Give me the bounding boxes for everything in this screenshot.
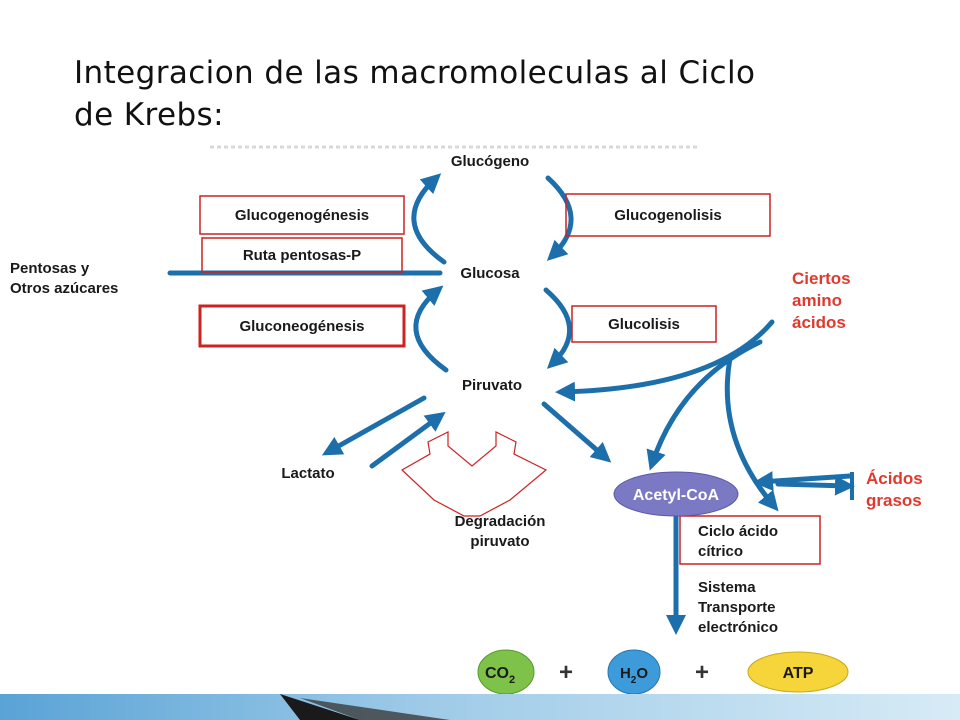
atp-text: ATP bbox=[783, 665, 814, 682]
node-degradacion-line1: Degradación bbox=[455, 513, 546, 530]
decorative-bottom-bar bbox=[0, 694, 960, 720]
label-acidos-line1: Ácidos bbox=[866, 469, 923, 488]
products-row: CO2 + H2O + ATP bbox=[477, 649, 849, 695]
atp-ellipse bbox=[747, 651, 849, 693]
co2-subscript: 2 bbox=[509, 674, 515, 686]
box-glucolisis bbox=[571, 305, 717, 343]
co2-text: CO bbox=[485, 665, 509, 682]
h2o-circle bbox=[607, 649, 661, 695]
h2o-text-o: O bbox=[636, 665, 648, 682]
svg-text:CO2: CO2 bbox=[485, 665, 515, 686]
degradacion-shape bbox=[400, 431, 548, 517]
label-ciertos-line2: amino bbox=[792, 291, 842, 310]
arrow-acidos-to-acetyl bbox=[753, 471, 853, 492]
arrow-piruvato-to-glucosa bbox=[413, 285, 449, 373]
h2o-subscript: 2 bbox=[631, 675, 637, 686]
box-label-ruta-pentosas: Ruta pentosas-P bbox=[243, 247, 361, 264]
node-glucogeno: Glucógeno bbox=[451, 153, 529, 170]
slide-title-line1: Integracion de las macromoleculas al Cic… bbox=[74, 55, 756, 91]
arrow-glucogeno-to-glucosa bbox=[545, 175, 574, 261]
node-piruvato: Piruvato bbox=[462, 377, 522, 394]
svg-text:H2O: H2O bbox=[620, 665, 648, 686]
slide-title-line2: de Krebs: bbox=[74, 97, 224, 133]
node-glucosa: Glucosa bbox=[460, 265, 520, 282]
node-acetyl-coa: Acetyl-CoA bbox=[633, 487, 720, 504]
label-ciertos-line3: ácidos bbox=[792, 313, 846, 332]
node-pentosas-line1: Pentosas y bbox=[10, 260, 90, 277]
diagram-panel bbox=[8, 142, 926, 692]
arrow-lactato-to-piruvato bbox=[369, 411, 446, 469]
node-sistema-line1: Sistema bbox=[698, 579, 756, 596]
acetyl-coa-ellipse bbox=[613, 471, 739, 517]
box-label-glucogenogenesis: Glucogenogénesis bbox=[235, 207, 369, 224]
box-glucogenolisis bbox=[565, 193, 771, 237]
node-pentosas-line2: Otros azúcares bbox=[10, 280, 118, 297]
node-sistema-line2: Transporte bbox=[698, 599, 776, 616]
node-lactato: Lactato bbox=[281, 465, 334, 482]
node-sistema-line3: electrónico bbox=[698, 619, 778, 636]
node-degradacion-line2: piruvato bbox=[470, 533, 529, 550]
plus-sign-1: + bbox=[559, 659, 573, 686]
box-glucogenogenesis bbox=[199, 195, 405, 235]
h2o-text-h: H bbox=[620, 665, 631, 682]
plus-sign-2: + bbox=[695, 659, 709, 686]
label-ciertos-line1: Ciertos bbox=[792, 269, 851, 288]
arrow-piruvato-to-lactato bbox=[321, 395, 427, 456]
arrow-amino-to-piruvato bbox=[555, 319, 775, 402]
box-ruta-pentosas bbox=[201, 237, 403, 273]
box-label-gluconeogenesis: Gluconeogénesis bbox=[239, 318, 364, 335]
arrow-glucosa-to-piruvato bbox=[543, 287, 572, 369]
box-label-ciclo-line2: cítrico bbox=[698, 543, 743, 560]
arrow-amino-to-acetyl bbox=[646, 339, 763, 471]
box-label-glucolisis: Glucolisis bbox=[608, 316, 680, 333]
label-acidos-line2: grasos bbox=[866, 491, 922, 510]
box-label-ciclo-line1: Ciclo ácido bbox=[698, 523, 778, 540]
arrow-piruvato-to-acetyl bbox=[541, 401, 612, 463]
arrow-glucosa-to-glucogeno bbox=[411, 173, 447, 265]
box-label-glucogenolisis: Glucogenolisis bbox=[614, 207, 722, 224]
arrow-acetyl-to-acidos bbox=[775, 475, 855, 496]
box-gluconeogenesis bbox=[198, 304, 406, 348]
enzyme-boxes bbox=[198, 193, 821, 565]
box-ciclo bbox=[679, 515, 821, 565]
pathway-arrows bbox=[167, 173, 855, 636]
slide-title: Integracion de las macromoleculas al Cic… bbox=[74, 52, 874, 136]
